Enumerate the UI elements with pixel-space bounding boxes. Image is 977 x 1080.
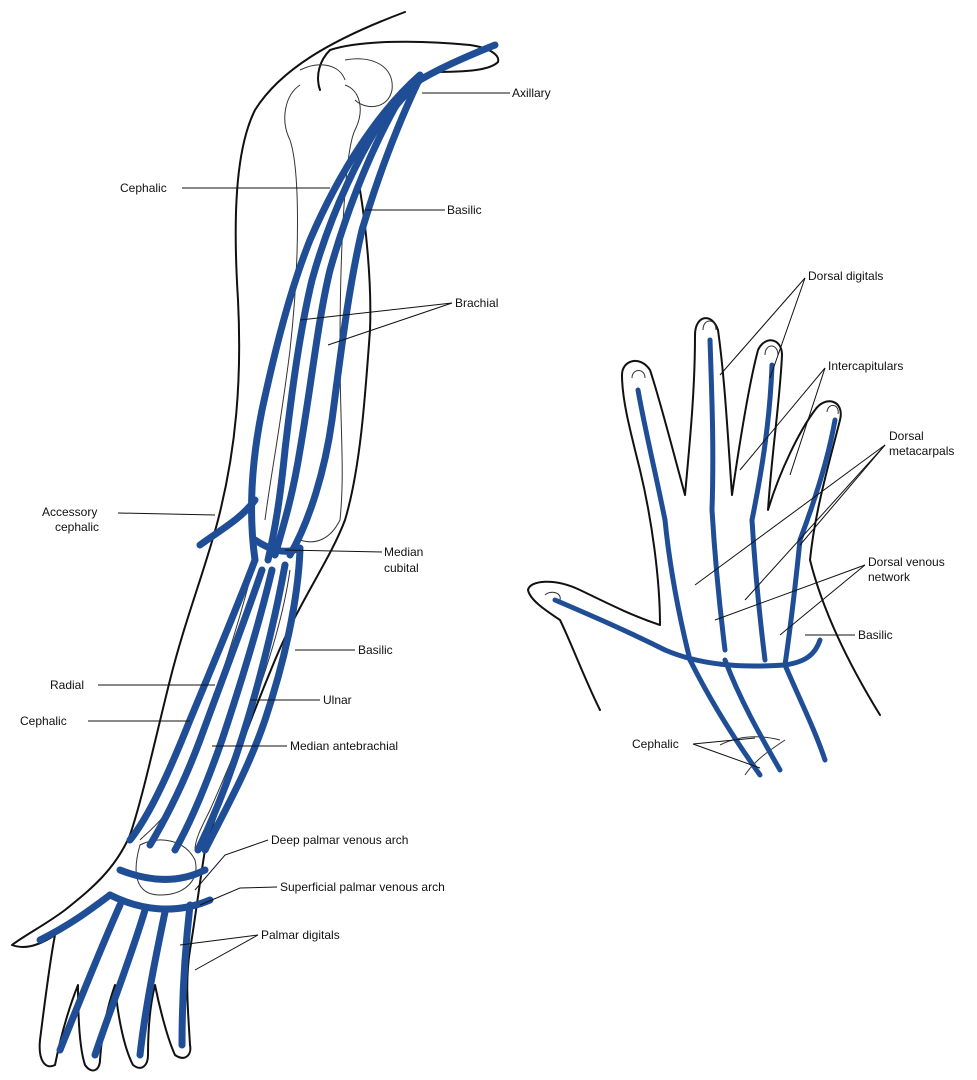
label-dorsal-digitals: Dorsal digitals <box>808 269 883 283</box>
cephalic-vein-upper <box>251 75 420 560</box>
label-superficial-palmar-arch: Superficial palmar venous arch <box>280 880 445 894</box>
nail-4 <box>827 405 838 414</box>
dorsal-metacarpal-4 <box>785 540 800 665</box>
label-dorsal-metacarpals-line1: Dorsal <box>889 429 924 443</box>
leader-dorsal-digitals-1 <box>720 278 805 375</box>
hand-leader-lines <box>693 278 885 768</box>
label-axillary: Axillary <box>512 86 551 100</box>
scapula-bone <box>300 59 392 107</box>
carpal-bones <box>136 840 196 895</box>
hand-cephalic-vein-2 <box>725 660 780 770</box>
label-accessory-cephalic-line2: cephalic <box>55 520 99 534</box>
label-median-cubital-line2: cubital <box>384 561 419 575</box>
leader-intercapitulars-2 <box>790 368 825 475</box>
label-deep-palmar-arch: Deep palmar venous arch <box>271 833 408 847</box>
label-cephalic-upper: Cephalic <box>120 181 167 195</box>
palmar-digital-3 <box>95 910 145 1055</box>
brachial-vein-2 <box>268 100 395 560</box>
accessory-cephalic-vein <box>200 500 255 545</box>
dorsal-metacarpal-2 <box>712 510 725 650</box>
hand-illustration <box>528 318 880 775</box>
leader-dorsal-metacarpals-3 <box>800 445 885 545</box>
palmar-digital-4 <box>140 912 165 1055</box>
label-accessory-cephalic-line1: Accessory <box>42 505 97 519</box>
label-basilic-lower: Basilic <box>358 643 393 657</box>
hand-wrist-lines <box>720 737 785 775</box>
label-palmar-digitals: Palmar digitals <box>261 928 340 942</box>
leader-dorsal-digitals-2 <box>770 278 805 378</box>
radial-vein <box>150 570 262 845</box>
label-median-antebrachial: Median antebrachial <box>290 739 398 753</box>
hand-basilic-vein <box>785 665 825 760</box>
arm-illustration <box>12 12 498 1070</box>
dorsal-digital-4 <box>800 420 835 540</box>
label-dorsal-venous-network-line1: Dorsal venous <box>868 555 945 569</box>
leader-accessory-cephalic <box>118 513 215 515</box>
label-radial: Radial <box>50 678 84 692</box>
label-dorsal-venous-network-line2: network <box>868 570 911 584</box>
arm-veins <box>40 45 495 1055</box>
label-brachial: Brachial <box>455 296 498 310</box>
dorsal-metacarpal-1 <box>665 520 690 660</box>
leader-palmar-digitals-2 <box>195 935 258 970</box>
hand-veins <box>555 340 835 775</box>
dorsal-digital-2 <box>710 340 713 510</box>
label-ulnar: Ulnar <box>323 693 352 707</box>
nail-1 <box>632 371 645 379</box>
label-median-cubital-line1: Median <box>384 545 423 559</box>
label-dorsal-metacarpals-line2: metacarpals <box>889 444 954 458</box>
deep-palmar-arch <box>120 870 205 879</box>
leader-intercapitulars-1 <box>740 368 825 470</box>
superficial-palmar-arch <box>110 895 210 909</box>
nail-3 <box>765 346 778 355</box>
label-cephalic-lower: Cephalic <box>20 714 67 728</box>
leader-hand-cephalic-2 <box>693 744 760 768</box>
hand-outline <box>528 318 880 715</box>
label-intercapitulars: Intercapitulars <box>828 359 903 373</box>
label-hand-basilic: Basilic <box>858 628 893 642</box>
label-basilic-upper: Basilic <box>447 203 482 217</box>
leader-dorsal-metacarpals-1 <box>695 445 885 585</box>
label-hand-cephalic: Cephalic <box>632 737 679 751</box>
dorsal-digital-thumb <box>555 600 665 650</box>
